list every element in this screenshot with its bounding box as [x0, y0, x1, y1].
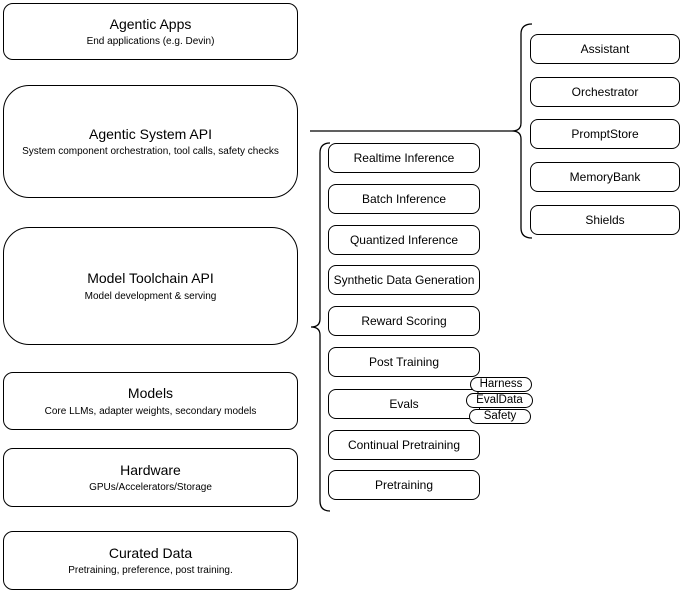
curated-data-subtitle: Pretraining, preference, post training. [68, 565, 233, 577]
system-item-label: MemoryBank [569, 170, 641, 184]
evals-tag-label: EvalData [476, 393, 523, 406]
evals-tag-harness: Harness [470, 377, 532, 392]
agentic-apps-title: Agentic Apps [109, 15, 192, 32]
toolchain-item-evals: Evals [328, 389, 480, 419]
toolchain-item-label: Synthetic Data Generation [333, 273, 475, 287]
models-title: Models [127, 385, 174, 402]
toolchain-item-label: Evals [389, 397, 419, 411]
toolchain-item-realtime-inference: Realtime Inference [328, 143, 480, 173]
curated-data-title: Curated Data [108, 544, 193, 561]
toolchain-item-post-training: Post Training [328, 347, 480, 377]
curated-data-box: Curated Data Pretraining, preference, po… [3, 531, 298, 590]
agentic-system-api-subtitle: System component orchestration, tool cal… [22, 146, 279, 158]
toolchain-item-reward-scoring: Reward Scoring [328, 306, 480, 336]
system-item-label: Orchestrator [571, 85, 639, 99]
toolchain-item-continual-pretraining: Continual Pretraining [328, 430, 480, 460]
agentic-system-api-title: Agentic System API [89, 125, 212, 142]
toolchain-item-label: Continual Pretraining [347, 438, 461, 452]
toolchain-item-synthetic-data-generation: Synthetic Data Generation [328, 265, 480, 295]
system-item-orchestrator: Orchestrator [530, 77, 680, 107]
model-toolchain-api-box: Model Toolchain API Model development & … [3, 227, 298, 345]
models-subtitle: Core LLMs, adapter weights, secondary mo… [44, 405, 257, 417]
hardware-subtitle: GPUs/Accelerators/Storage [89, 482, 212, 494]
model-toolchain-api-subtitle: Model development & serving [84, 290, 217, 302]
system-item-label: Shields [585, 213, 625, 227]
toolchain-item-label: Post Training [368, 355, 440, 369]
system-item-memorybank: MemoryBank [530, 162, 680, 192]
evals-tag-safety: Safety [469, 409, 531, 424]
toolchain-item-label: Quantized Inference [349, 233, 459, 247]
toolchain-item-label: Pretraining [374, 478, 434, 492]
toolchain-item-quantized-inference: Quantized Inference [328, 225, 480, 255]
toolchain-item-batch-inference: Batch Inference [328, 184, 480, 214]
toolchain-group-brace [310, 142, 331, 512]
system-item-label: PromptStore [571, 127, 639, 141]
hardware-box: Hardware GPUs/Accelerators/Storage [3, 448, 298, 507]
evals-tag-label: Safety [483, 409, 517, 422]
system-item-shields: Shields [530, 205, 680, 235]
agentic-system-api-box: Agentic System API System component orch… [3, 85, 298, 198]
hardware-title: Hardware [120, 461, 181, 478]
system-group-brace [511, 23, 533, 239]
system-item-assistant: Assistant [530, 34, 680, 64]
toolchain-item-label: Reward Scoring [361, 314, 447, 328]
model-toolchain-api-title: Model Toolchain API [87, 270, 214, 287]
toolchain-item-pretraining: Pretraining [328, 470, 480, 500]
evals-tag-evaldata: EvalData [466, 393, 533, 408]
toolchain-item-label: Batch Inference [361, 192, 447, 206]
models-box: Models Core LLMs, adapter weights, secon… [3, 372, 298, 430]
system-item-label: Assistant [580, 42, 630, 56]
system-item-promptstore: PromptStore [530, 119, 680, 149]
agentic-apps-subtitle: End applications (e.g. Devin) [86, 36, 215, 48]
toolchain-item-label: Realtime Inference [353, 151, 455, 165]
agentic-apps-box: Agentic Apps End applications (e.g. Devi… [3, 3, 298, 60]
evals-tag-label: Harness [479, 377, 523, 390]
